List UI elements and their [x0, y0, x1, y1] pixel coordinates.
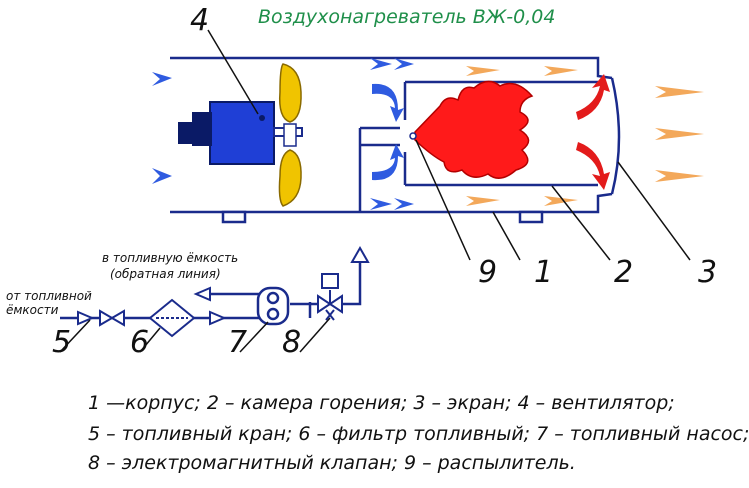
label-5: 5 [52, 325, 71, 360]
label-2: 2 [614, 255, 633, 290]
cold-air-arrows [152, 58, 414, 210]
diagram-title: Воздухонагреватель ВЖ-0,04 [258, 6, 556, 28]
label-4: 4 [190, 3, 209, 38]
from-tank-note-1: от топливной [6, 289, 92, 303]
label-3: 3 [698, 255, 717, 290]
solenoid-valve [317, 273, 343, 321]
fuel-filter [148, 298, 196, 338]
warm-air-arrows [466, 66, 704, 206]
fan-blades [278, 63, 302, 207]
legend-line-3: 8 – электромагнитный клапан; 9 – распыли… [88, 452, 576, 474]
label-9: 9 [478, 255, 497, 290]
legend-line-2: 5 – топливный кран; 6 – фильтр топливный… [88, 423, 749, 445]
legend-line-1: 1 —корпус; 2 – камера горения; 3 – экран… [88, 392, 675, 414]
from-tank-note-2: ёмкости [6, 303, 59, 317]
label-7: 7 [228, 325, 247, 360]
leader-lines [59, 29, 691, 353]
return-line-note-2: (обратная линия) [110, 267, 221, 281]
label-8: 8 [282, 325, 301, 360]
combustion-chamber [358, 80, 598, 212]
screen-deflection-arrows [576, 74, 610, 190]
fuel-pump [256, 286, 290, 326]
label-1: 1 [534, 255, 553, 290]
label-6: 6 [130, 325, 149, 360]
flame [409, 80, 534, 179]
fuel-valve [99, 309, 125, 327]
fuel-line-arrows [77, 245, 370, 326]
return-line-note-1: в топливную ёмкость [102, 251, 238, 265]
